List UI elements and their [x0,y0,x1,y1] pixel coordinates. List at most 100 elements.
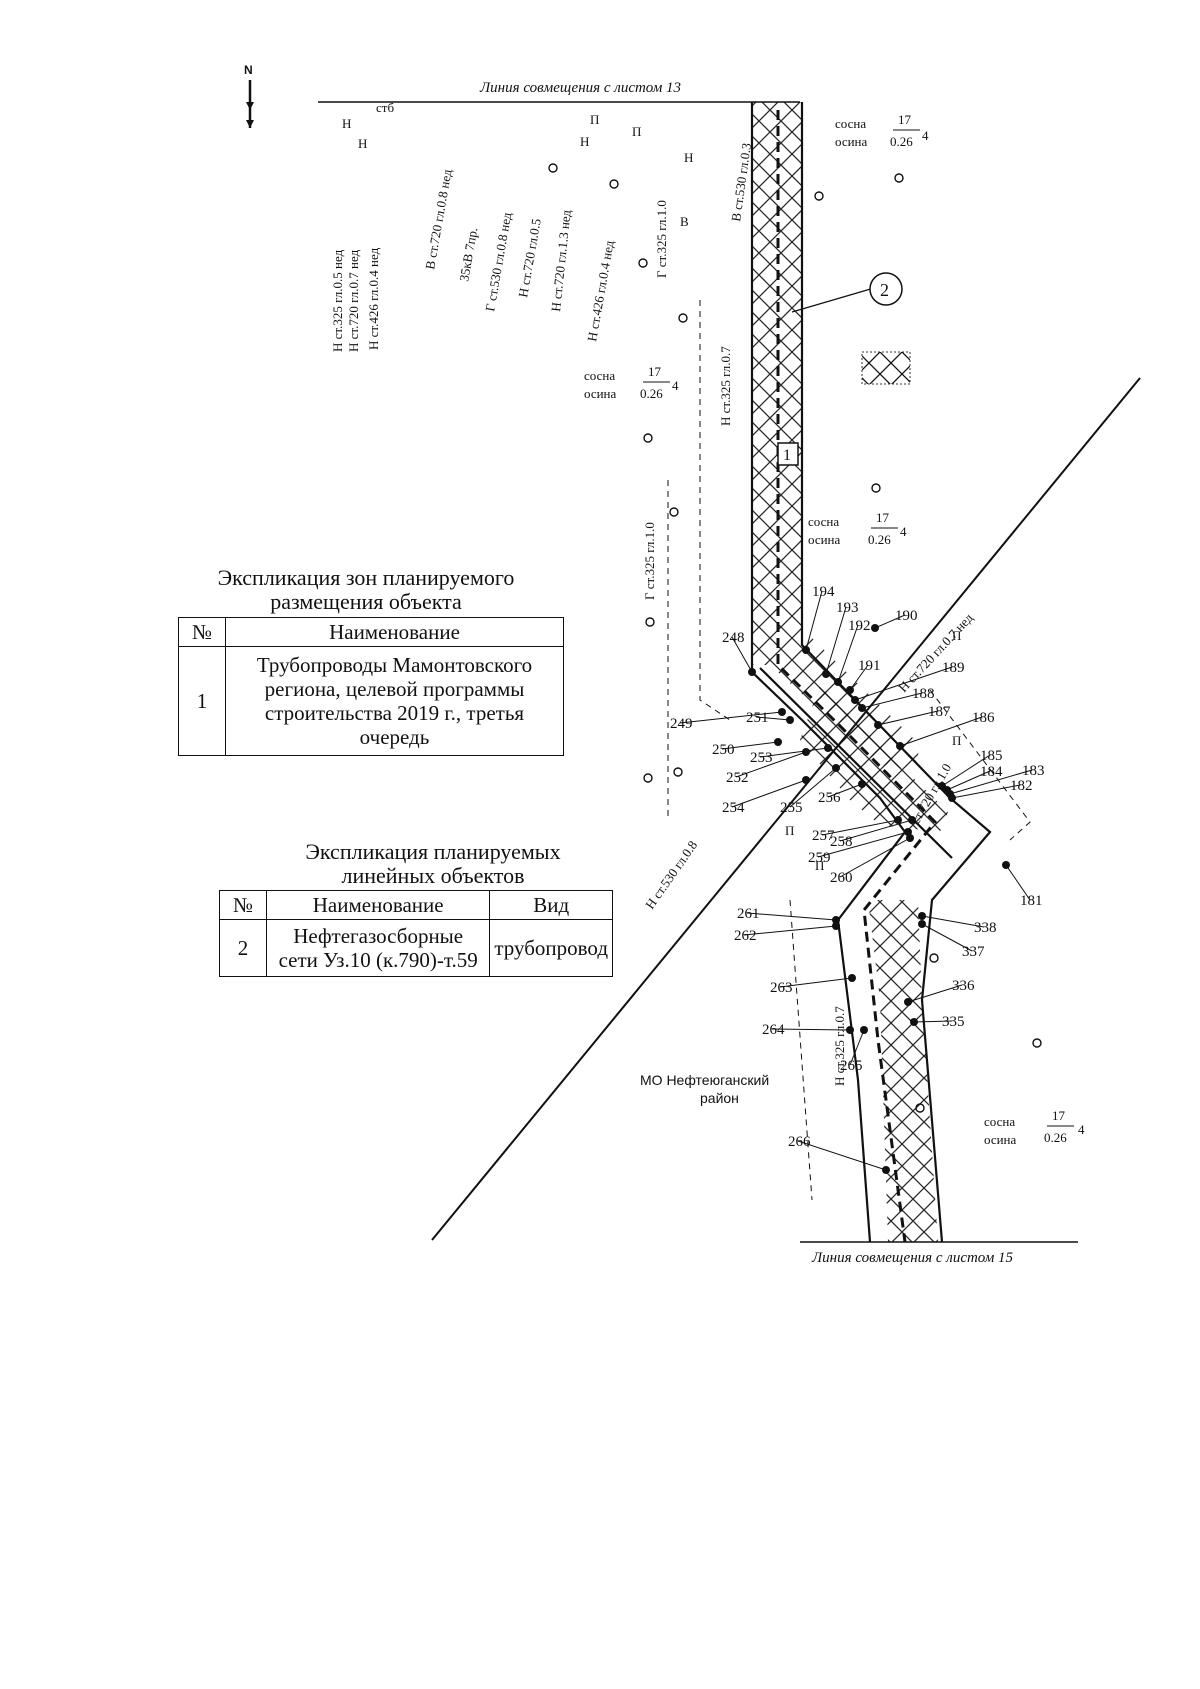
tree-symbol-4: сосна осина 17 0.26 4 [984,1108,1085,1147]
svg-text:Н ст.426 гл.0.4 нед: Н ст.426 гл.0.4 нед [366,247,381,350]
svg-text:П: П [590,112,599,127]
point-label-193: 193 [836,600,859,616]
line-table-header-num: № [219,890,267,920]
boundary-points: 1811821831841851861871881891901911921931… [670,584,1045,1174]
point-leader-252 [735,751,807,778]
point-leader-257 [821,819,899,836]
point-label-263: 263 [770,980,793,996]
point-label-253: 253 [750,750,773,766]
boundary-point-254 [802,776,810,784]
boundary-point-263 [848,974,856,982]
point-label-194: 194 [812,584,835,600]
boundary-point-266 [882,1166,890,1174]
point-leader-184 [946,770,991,791]
zone-table-cell-num: 1 [178,646,226,756]
boundary-point-253 [824,744,832,752]
svg-text:П: П [785,823,794,838]
point-label-187: 187 [928,704,951,720]
point-leader-336 [907,984,963,1003]
svg-text:17: 17 [1052,1108,1066,1123]
point-leader-263 [779,977,853,988]
zone-table-header-num: № [178,617,226,647]
point-label-265: 265 [840,1058,863,1074]
boundary-point-252 [802,748,810,756]
boundary-point-191 [846,686,854,694]
boundary-point-258 [908,816,916,824]
svg-text:Н ст.325 гл.0.7: Н ст.325 гл.0.7 [832,1006,847,1086]
point-leader-266 [797,1140,887,1171]
boundary-point-256 [858,780,866,788]
svg-text:Н ст.426 гл.0.4 нед: Н ст.426 гл.0.4 нед [584,239,617,343]
point-leader-255 [789,767,837,808]
point-label-255: 255 [780,800,803,816]
pipeline-route [776,110,938,1243]
svg-text:17: 17 [648,364,662,379]
point-label-181: 181 [1020,893,1043,909]
svg-text:Н ст.720 гл.0.7 нед: Н ст.720 гл.0.7 нед [346,249,361,352]
line-table: № Наименование Вид 2 Нефтегазосборные се… [219,890,613,977]
svg-text:4: 4 [672,378,679,393]
svg-text:П: П [632,124,641,139]
svg-text:П: П [952,628,961,643]
svg-text:осина: осина [808,532,841,547]
boundary-point-338 [918,912,926,920]
svg-text:сосна: сосна [584,368,615,383]
municipality-label-line2: район [700,1090,739,1106]
point-leader-188 [861,692,923,709]
point-label-260: 260 [830,870,853,886]
point-label-189: 189 [942,660,965,676]
bottom-match-line-label: Линия совмещения с листом 15 [811,1250,1014,1266]
table-row: 2 Нефтегазосборные сети Уз.10 (к.790)-т.… [219,919,613,977]
boundary-point-192 [834,678,842,686]
svg-text:1: 1 [783,447,791,464]
tree-symbol-2: сосна осина 17 0.26 4 [584,364,679,401]
svg-text:2: 2 [880,280,889,300]
existing-pipelines [667,300,1031,1201]
svg-text:Г ст.325 гл.1.0: Г ст.325 гл.1.0 [654,200,669,278]
line-table-header-kind: Вид [489,890,613,920]
point-label-182: 182 [1010,778,1033,794]
svg-text:N: N [244,63,253,77]
point-leader-183 [949,769,1033,795]
boundary-point-260 [906,834,914,842]
point-leader-181 [1005,864,1031,901]
point-leader-335 [913,1020,953,1023]
point-label-337: 337 [962,944,985,960]
point-leader-189 [854,666,953,701]
point-label-254: 254 [722,800,745,816]
svg-text:Г ст.530 гл.0.8 нед: Г ст.530 гл.0.8 нед [482,211,514,313]
boundary-point-193 [822,670,830,678]
point-label-185: 185 [980,748,1003,764]
line-table-cell-name: Нефтегазосборные сети Уз.10 (к.790)-т.59 [265,919,491,977]
boundary-point-185 [938,782,946,790]
point-label-250: 250 [712,742,735,758]
point-leader-260 [839,837,911,878]
municipality-label-line1: МО Нефтеюганский [640,1072,769,1088]
svg-text:сосна: сосна [984,1114,1015,1129]
point-label-261: 261 [737,906,760,922]
point-label-338: 338 [974,920,997,936]
point-leader-249 [679,711,783,724]
boundary-point-190 [871,624,879,632]
point-label-252: 252 [726,770,749,786]
point-leader-258 [839,819,913,842]
table-row: 1 Трубопроводы Мамонтовского региона, це… [178,646,564,756]
point-label-190: 190 [895,608,918,624]
line-table-cell-kind: трубопровод [489,919,613,977]
point-leader-253 [759,747,829,758]
tree-symbol-3: сосна осина 17 0.26 4 [808,510,907,547]
svg-text:4: 4 [900,524,907,539]
svg-text:0.26: 0.26 [1044,1130,1067,1145]
point-label-336: 336 [952,978,975,994]
point-leader-190 [874,614,906,629]
point-leader-191 [849,664,869,691]
svg-text:Н: Н [342,116,351,131]
svg-text:осина: осина [835,134,868,149]
point-label-192: 192 [848,618,871,634]
zone-table-title: Экспликация зон планируемого размещения … [217,565,515,614]
svg-text:0.26: 0.26 [890,134,913,149]
line-table-header-name: Наименование [265,890,491,920]
svg-text:17: 17 [898,112,912,127]
point-label-264: 264 [762,1022,785,1038]
point-label-186: 186 [972,710,995,726]
